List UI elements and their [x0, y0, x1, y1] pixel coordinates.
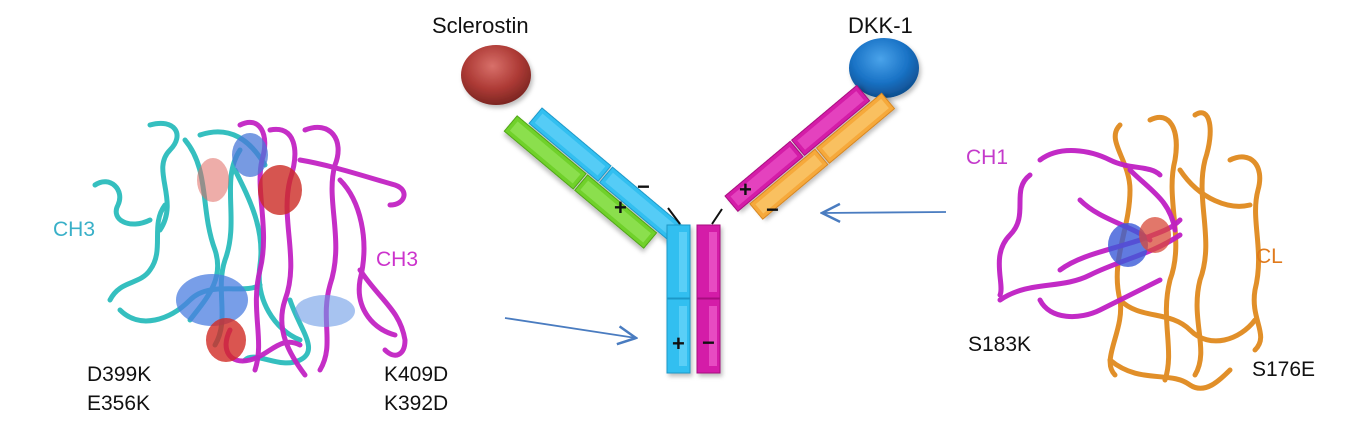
- charge-left-light: +: [614, 195, 627, 220]
- charge-fc-right: −: [702, 330, 715, 355]
- mutation-k409d: K409D: [384, 363, 449, 386]
- charge-fc-left: +: [672, 331, 685, 356]
- sclerostin-label: Sclerostin: [432, 13, 529, 38]
- surface-blue-3: [295, 295, 355, 327]
- mutations-left: D399K E356K: [87, 360, 151, 418]
- dkk1-antigen: [849, 38, 919, 98]
- surface-blue-ch1: [1108, 223, 1148, 267]
- surface-red-2: [197, 158, 229, 202]
- ch3-cyan-label: CH3: [53, 218, 96, 241]
- arrow-to-fc: [504, 317, 636, 338]
- charge-right-light: −: [766, 197, 779, 222]
- mutation-d399k: D399K: [87, 363, 152, 386]
- surface-red-3: [206, 318, 246, 362]
- fc-region: [666, 224, 721, 374]
- surface-red-cl: [1139, 217, 1171, 253]
- left-fab-arm: [503, 107, 683, 249]
- surface-blue-2: [176, 274, 248, 326]
- ch3-dimer-structure: [92, 120, 408, 378]
- hinge-right: [711, 208, 723, 225]
- ch3-magenta-chain: [223, 120, 408, 378]
- ch1-cl-structure: [996, 110, 1264, 391]
- mutation-e356k: E356K: [87, 392, 151, 415]
- ch3-cyan-chain: [92, 121, 312, 366]
- right-fab-arm: [724, 84, 896, 220]
- surface-blue-1: [232, 133, 268, 177]
- charge-left-heavy: −: [637, 174, 650, 199]
- mutation-k392d: K392D: [384, 392, 449, 415]
- mutations-right: K409D K392D: [384, 360, 448, 418]
- sclerostin-antigen: [461, 45, 531, 105]
- charge-right-heavy: +: [739, 177, 752, 202]
- ch3-magenta-label: CH3: [376, 248, 419, 271]
- mutation-s183k: S183K: [968, 333, 1032, 356]
- surface-red-1: [258, 165, 302, 215]
- dkk1-label: DKK-1: [848, 13, 913, 38]
- cl-label: CL: [1256, 245, 1283, 268]
- ch1-label: CH1: [966, 146, 1009, 169]
- hinge-left: [667, 207, 681, 225]
- cl-orange-chain: [1107, 110, 1264, 391]
- mutation-s176e: S176E: [1252, 358, 1316, 381]
- arrow-to-fab: [822, 212, 947, 213]
